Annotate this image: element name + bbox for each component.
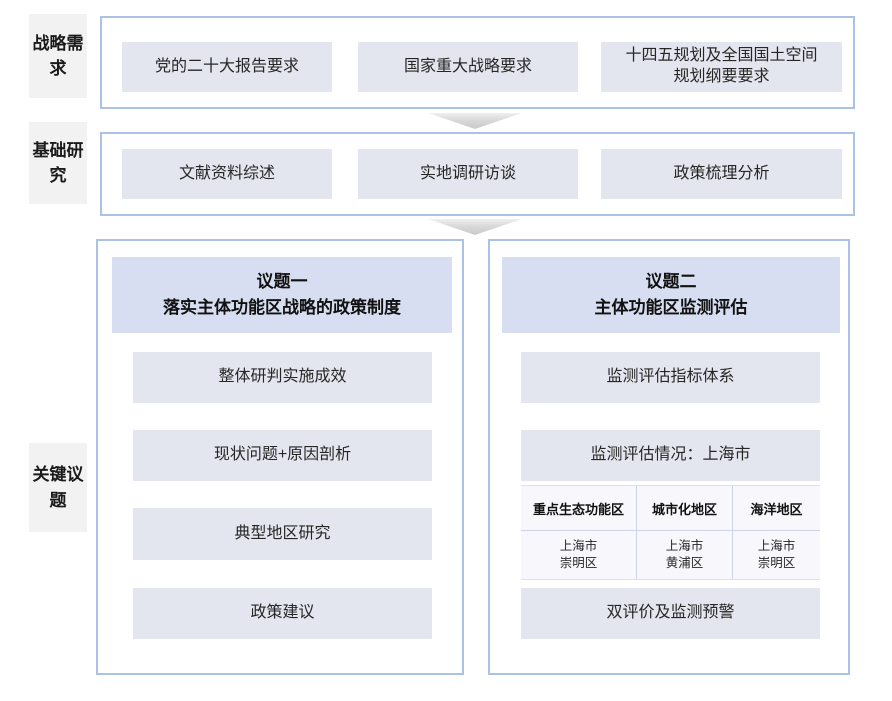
topic2-title-line2: 主体功能区监测评估 [594, 298, 748, 317]
box-text: 政策建议 [250, 604, 315, 622]
down-arrow-icon [428, 113, 522, 129]
topic2-item-shanghai-monitoring: 监测评估情况：上海市 [521, 430, 820, 481]
row-label-text: 战略需求 [32, 33, 84, 79]
cell-line1: 上海市 [757, 539, 796, 554]
row-label-key-topics: 关键议题 [29, 443, 87, 532]
topic2-group: 议题二 主体功能区监测评估 监测评估指标体系 监测评估情况：上海市 重点生态功能… [488, 239, 850, 675]
box-text-line2: 规划纲要要求 [673, 68, 770, 85]
table-data-cell: 上海市 黄浦区 [637, 531, 732, 579]
table-col-marine-zone: 海洋地区 上海市 崇明区 [733, 486, 820, 579]
topic1-item-overall-assessment: 整体研判实施成效 [133, 352, 432, 403]
box-text: 整体研判实施成效 [218, 368, 347, 386]
topic1-item-policy-recommendations: 政策建议 [133, 588, 432, 639]
topic2-item-indicator-system: 监测评估指标体系 [521, 352, 820, 403]
box-text: 实地调研访谈 [419, 164, 516, 182]
topic1-group: 议题一 落实主体功能区战略的政策制度 整体研判实施成效 现状问题+原因剖析 典型… [96, 239, 464, 675]
box-field-research-interviews: 实地调研访谈 [358, 149, 578, 199]
box-text: 典型地区研究 [234, 524, 331, 542]
box-text: 文献资料综述 [178, 164, 275, 182]
table-col-urbanized-zone: 城市化地区 上海市 黄浦区 [637, 486, 733, 579]
table-header-cell: 重点生态功能区 [521, 486, 636, 531]
row-label-text: 基础研究 [32, 140, 84, 186]
box-text: 政策梳理分析 [673, 164, 770, 182]
topic1-title-line1: 议题一 [256, 271, 308, 291]
box-text: 党的二十大报告要求 [154, 57, 299, 75]
row-label-strategic-needs: 战略需求 [29, 14, 87, 98]
box-literature-review: 文献资料综述 [122, 149, 332, 199]
topic2-title: 议题二 主体功能区监测评估 [502, 257, 840, 333]
topic2-region-table: 重点生态功能区 上海市 崇明区 城市化地区 上海市 黄浦区 海洋地区 上海市 崇… [521, 485, 820, 580]
box-text: 监测评估指标体系 [606, 368, 735, 386]
table-col-ecological-zone: 重点生态功能区 上海市 崇明区 [521, 486, 637, 579]
cell-line1: 上海市 [665, 539, 704, 554]
cell-line2: 崇明区 [559, 556, 598, 570]
table-data-cell: 上海市 崇明区 [733, 531, 820, 579]
box-14th-five-year-plan: 十四五规划及全国国土空间 规划纲要要求 [601, 42, 842, 92]
topic1-title-line2: 落实主体功能区战略的政策制度 [163, 298, 401, 317]
box-text: 现状问题+原因剖析 [213, 446, 352, 464]
table-header-cell: 城市化地区 [637, 486, 732, 531]
box-national-strategy: 国家重大战略要求 [358, 42, 578, 92]
row-label-basic-research: 基础研究 [29, 122, 87, 204]
box-text-line1: 十四五规划及全国国土空间 [625, 47, 818, 65]
row-label-text: 关键议题 [32, 465, 84, 510]
cell-line1: 上海市 [559, 539, 598, 554]
cell-line2: 崇明区 [757, 556, 796, 570]
down-arrow-icon [428, 219, 522, 235]
topic1-item-typical-regions: 典型地区研究 [133, 508, 432, 560]
topic1-title: 议题一 落实主体功能区战略的政策制度 [112, 257, 452, 333]
box-text: 双评价及监测预警 [606, 604, 735, 622]
topic2-title-line1: 议题二 [645, 271, 697, 291]
table-header-cell: 海洋地区 [733, 486, 820, 531]
strategic-needs-group: 党的二十大报告要求 国家重大战略要求 十四五规划及全国国土空间 规划纲要要求 [100, 16, 855, 109]
box-text: 监测评估情况：上海市 [590, 446, 751, 464]
table-data-cell: 上海市 崇明区 [521, 531, 636, 579]
topic2-item-dual-evaluation-warning: 双评价及监测预警 [521, 588, 820, 639]
topic1-item-problems-causes: 现状问题+原因剖析 [133, 430, 432, 481]
cell-line2: 黄浦区 [665, 556, 704, 570]
box-text: 国家重大战略要求 [403, 57, 532, 75]
box-party-congress-report: 党的二十大报告要求 [122, 42, 332, 92]
basic-research-group: 文献资料综述 实地调研访谈 政策梳理分析 [100, 132, 855, 216]
box-policy-analysis: 政策梳理分析 [601, 149, 842, 199]
